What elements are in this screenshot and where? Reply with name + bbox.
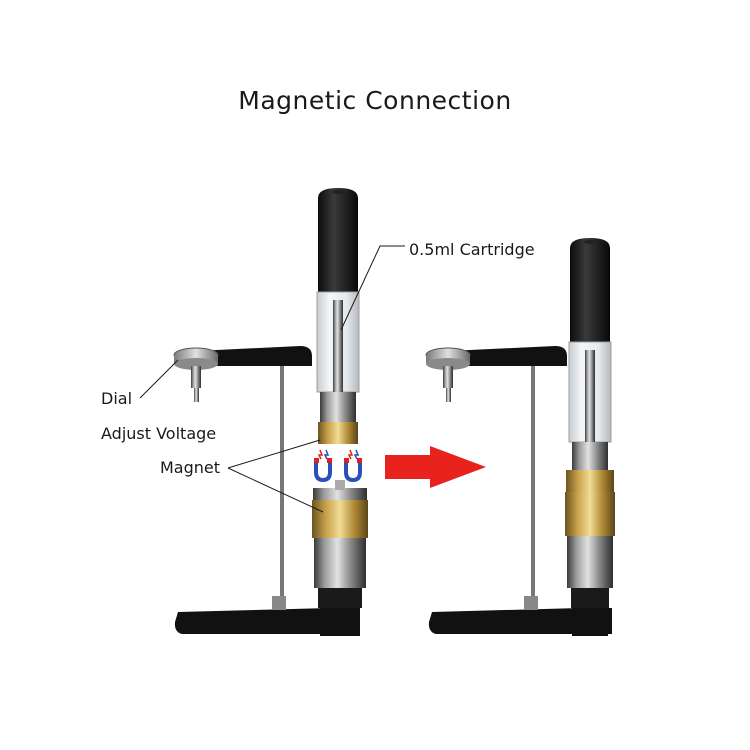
leader-magnet-top xyxy=(227,439,321,469)
dial-knob xyxy=(425,347,471,402)
device-base xyxy=(428,608,612,634)
magnet-icons xyxy=(314,449,362,483)
cartridge-assembled xyxy=(568,238,612,470)
page-title: Magnetic Connection xyxy=(238,86,512,115)
direction-arrow xyxy=(385,446,486,488)
device-base xyxy=(174,608,360,634)
label-dial: Dial xyxy=(101,389,133,408)
device-assembled xyxy=(425,238,615,636)
label-magnet: Magnet xyxy=(160,458,221,477)
label-cartridge: 0.5ml Cartridge xyxy=(409,240,535,259)
support-rod xyxy=(531,360,535,615)
dial-knob xyxy=(173,347,219,402)
leader-cartridge xyxy=(340,245,405,331)
base-screw xyxy=(524,596,538,610)
label-adjust-voltage: Adjust Voltage xyxy=(101,424,217,443)
battery-body xyxy=(312,480,368,636)
base-screw xyxy=(272,596,286,610)
battery-body xyxy=(565,470,615,636)
leader-dial xyxy=(139,359,179,399)
cartridge-exploded xyxy=(316,188,360,444)
leader-lines xyxy=(139,245,405,513)
leader-magnet-bottom xyxy=(227,467,324,513)
device-exploded xyxy=(139,188,405,636)
support-rod xyxy=(280,360,284,615)
